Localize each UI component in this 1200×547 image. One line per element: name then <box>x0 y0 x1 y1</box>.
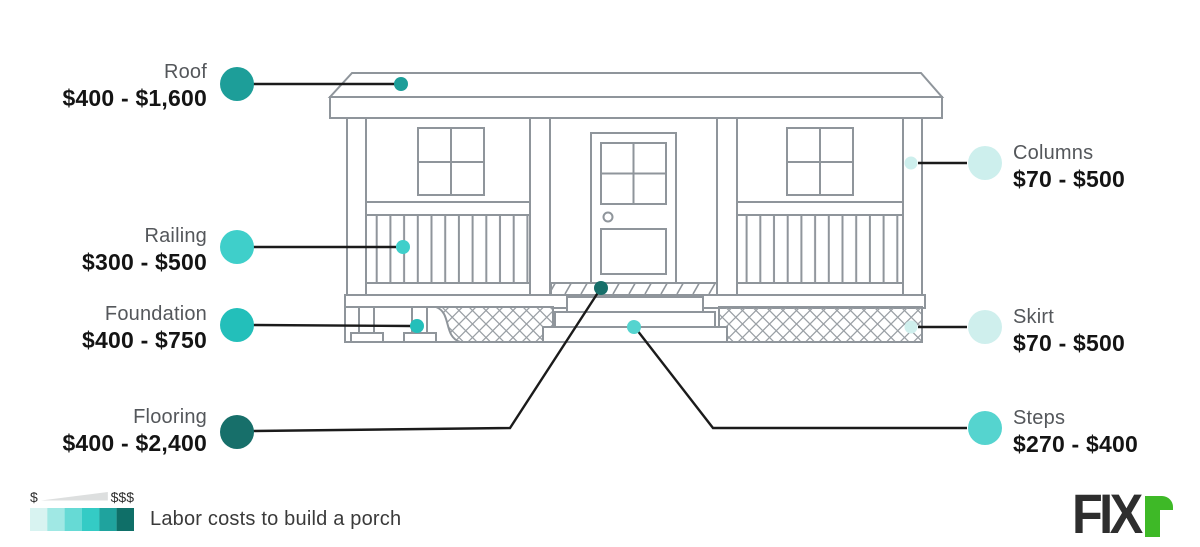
callout-skirt-price: $70 - $500 <box>1013 330 1125 356</box>
flooring-bullet <box>220 415 254 449</box>
columns-dot <box>904 156 918 170</box>
steps-shape <box>542 296 728 343</box>
callout-steps: Steps $270 - $400 <box>1013 406 1138 458</box>
roof-dot <box>394 77 408 91</box>
cost-wedge-icon <box>40 492 108 501</box>
steps-bullet <box>968 411 1002 445</box>
fixr-logo: FIX <box>1072 482 1174 545</box>
color-scale-icon <box>30 508 134 531</box>
callout-foundation: Foundation $400 - $750 <box>82 302 207 354</box>
callout-columns-label: Columns <box>1013 142 1094 164</box>
callout-connectors <box>252 82 967 433</box>
callout-skirt: Skirt $70 - $500 <box>1013 305 1125 357</box>
flooring-dot <box>594 281 608 295</box>
legend-caption: Labor costs to build a porch <box>150 508 402 530</box>
skirt-bullet <box>968 310 1002 344</box>
cost-scale-header: $ $$$ <box>30 488 134 504</box>
right-window <box>786 127 854 196</box>
railing-bullet <box>220 230 254 264</box>
callout-flooring-label: Flooring <box>133 406 207 428</box>
railing-dot <box>396 240 410 254</box>
callout-skirt-label: Skirt <box>1013 306 1054 328</box>
callout-steps-price: $270 - $400 <box>1013 431 1138 457</box>
callout-foundation-price: $400 - $750 <box>82 327 207 353</box>
left-window <box>417 127 485 196</box>
callout-steps-label: Steps <box>1013 407 1066 429</box>
callout-roof-price: $400 - $1,600 <box>62 85 207 111</box>
railing-shape <box>365 201 904 296</box>
callout-roof-label: Roof <box>163 61 207 83</box>
callout-roof: Roof $400 - $1,600 <box>62 60 207 112</box>
callout-bullets <box>220 67 1002 449</box>
callout-columns-price: $70 - $500 <box>1013 166 1125 192</box>
callout-foundation-label: Foundation <box>104 303 207 325</box>
foundation-bullet <box>220 308 254 342</box>
callout-columns: Columns $70 - $500 <box>1013 141 1125 193</box>
steps-connector <box>636 329 967 430</box>
callout-railing-label: Railing <box>144 225 207 247</box>
callout-flooring-price: $400 - $2,400 <box>62 430 207 456</box>
cost-scale-row: Labor costs to build a porch <box>30 508 401 531</box>
callout-flooring: Flooring $400 - $2,400 <box>62 405 207 457</box>
low-cost-label: $ <box>30 489 38 505</box>
callout-railing: Railing $300 - $500 <box>82 224 207 276</box>
fixr-logo-text: FIX <box>1072 482 1143 545</box>
callout-railing-price: $300 - $500 <box>82 249 207 275</box>
fixr-logo-r-icon <box>1145 496 1174 537</box>
roof-bullet <box>220 67 254 101</box>
flooring-connector <box>252 290 601 433</box>
marker-dots <box>394 77 918 334</box>
door-shape <box>590 132 677 284</box>
skirt-dot <box>904 320 918 334</box>
cost-legend: $ $$$ Labor costs to build a porch <box>30 488 401 531</box>
foundation-dot <box>410 319 424 333</box>
columns-bullet <box>968 146 1002 180</box>
high-cost-label: $$$ <box>110 489 134 505</box>
steps-dot <box>627 320 641 334</box>
roof-shape <box>327 72 945 119</box>
foundation-connector <box>252 323 412 328</box>
porch-house-drawing <box>327 72 945 343</box>
skirt-shape <box>435 306 923 343</box>
